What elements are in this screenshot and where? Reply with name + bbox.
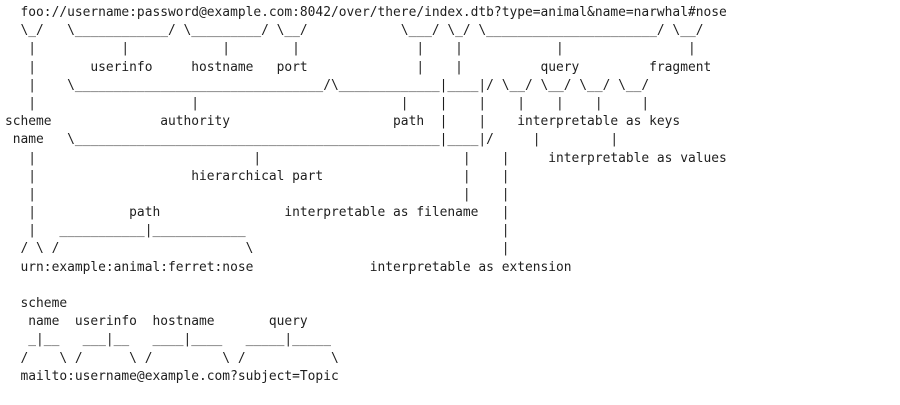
hierarchical-part-bracket: name \__________________________________… [5,132,619,148]
hierarchical-part-connectors: | | | | interpretable as values [5,150,727,166]
spacer-line [5,277,727,295]
mailto-scheme-label: scheme [5,296,68,311]
uri-example-foo: foo://username:password@example.com:8042… [5,5,727,20]
uri-syntax-diagram: foo://username:password@example.com:8042… [5,4,727,386]
component-brackets: \_/ \____________/ \_________/ \__/ \___… [5,23,704,39]
component-labels-row: | userinfo hostname port | | query fragm… [5,59,712,75]
scheme-authority-path-labels: scheme authority path | | interpretable … [5,114,681,130]
mailto-bracket-tops: _|__ ___|__ ____|____ _____|_____ [5,332,331,348]
hierarchical-part-label: | hierarchical part | | [5,168,510,184]
authority-path-brackets: | \________________________________/\___… [5,77,650,93]
vertical-connectors: | | | [5,186,510,202]
mailto-bracket-ends: / \ / \ / \ / \ [5,350,339,366]
component-connectors: | | | | | | | | [5,41,696,57]
uri-example-urn: urn:example:animal:ferret:nose interpret… [5,259,572,275]
uri-example-mailto: mailto:username@example.com?subject=Topi… [5,368,339,384]
urn-path-bracket: | ___________|____________ | [5,223,510,239]
urn-bracket-ends: / \ / \ | [5,241,510,257]
urn-path-and-filename-labels: | path interpretable as filename | [5,205,510,221]
mailto-component-labels: name userinfo hostname query [5,314,308,330]
authority-path-connectors: | | | | | | | | | [5,95,650,111]
